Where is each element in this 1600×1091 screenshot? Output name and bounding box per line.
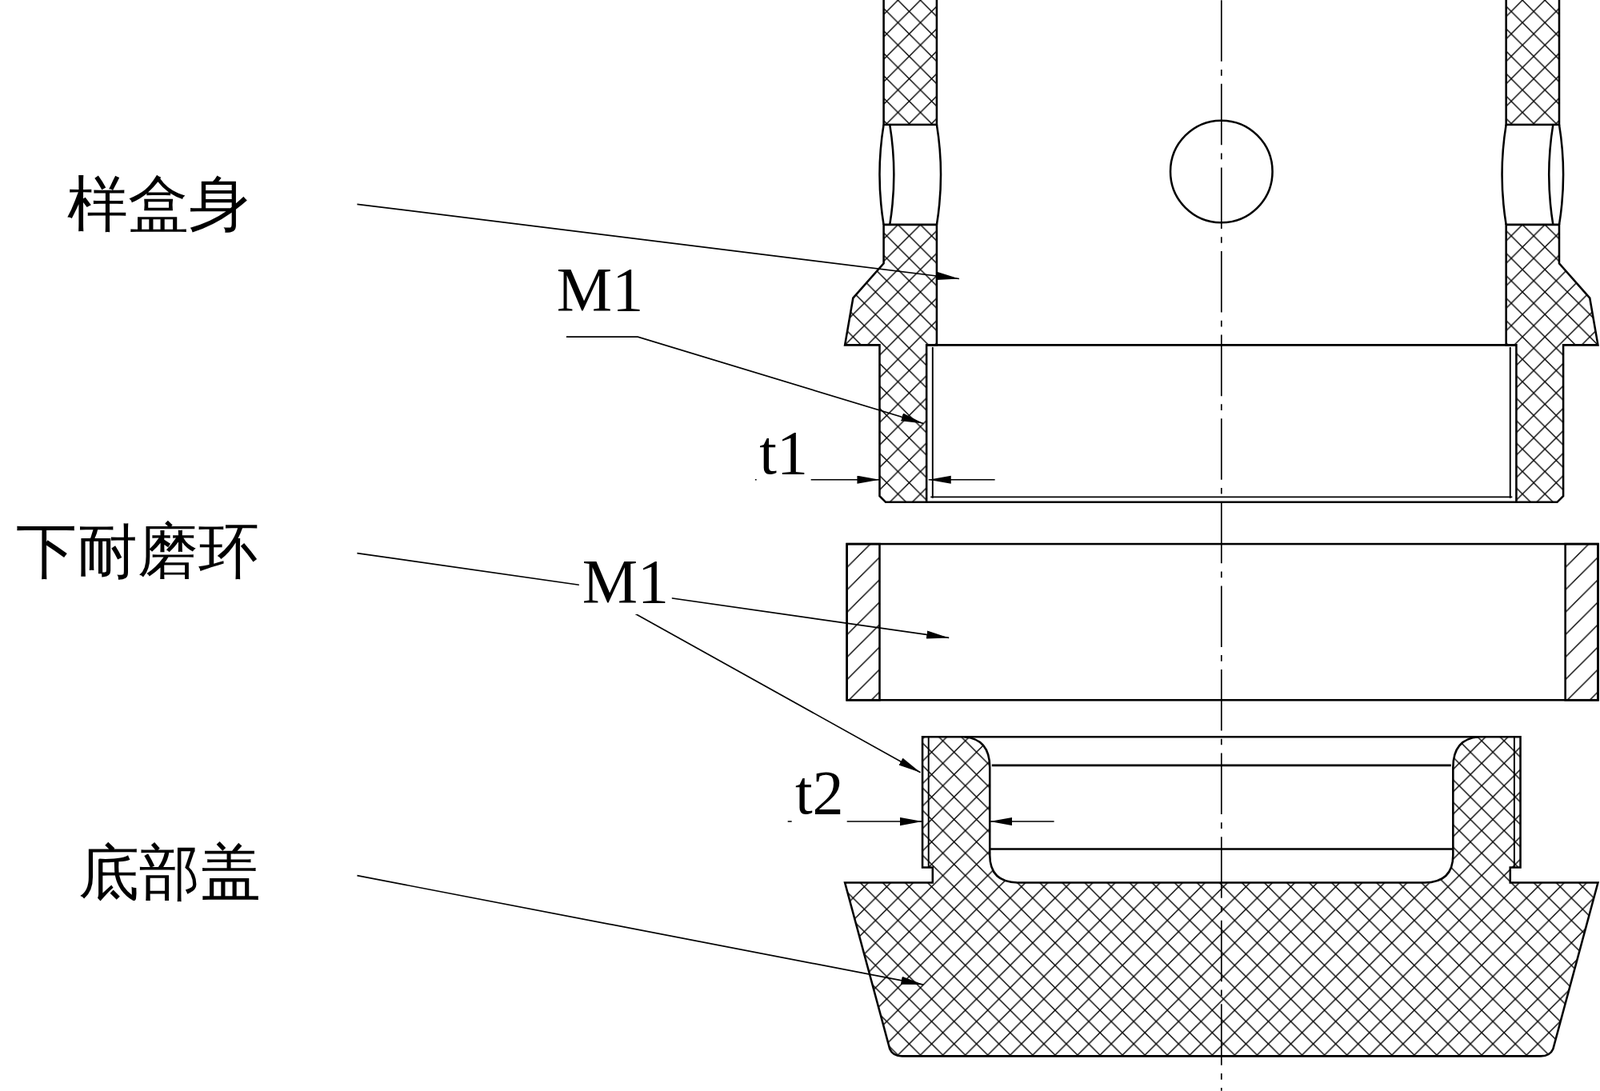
box-body-section xyxy=(844,0,941,503)
part-name: 下耐磨环 xyxy=(12,519,263,584)
box-body-bore xyxy=(926,344,1516,502)
bottom-cap-section xyxy=(844,736,1598,1056)
leader-lines xyxy=(356,204,1054,985)
material-mark: M1 xyxy=(579,548,672,615)
material-mark: M1 xyxy=(553,256,647,323)
window-hole xyxy=(1170,120,1273,224)
dimension-label: t2 xyxy=(792,760,848,826)
part-name: 样盒身 xyxy=(64,172,253,236)
dimension-label: t1 xyxy=(756,420,812,486)
wear-ring-section xyxy=(847,544,1599,700)
part-name: 底部盖 xyxy=(75,840,264,905)
